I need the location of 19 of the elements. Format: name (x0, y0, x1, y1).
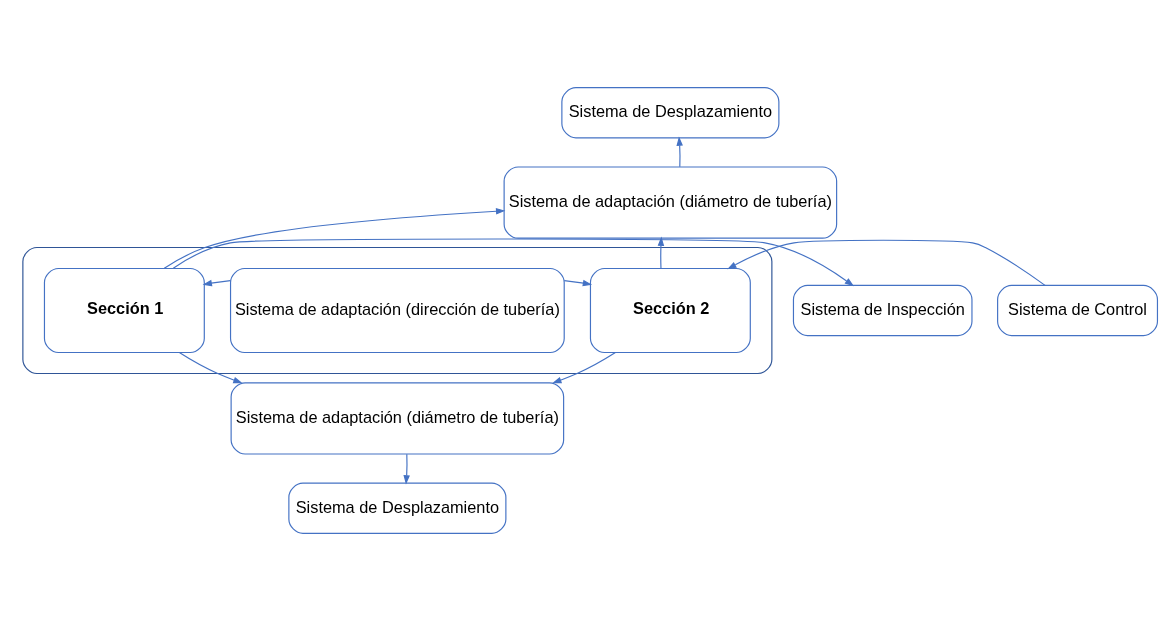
node-box: Sistema de Control (997, 284, 1159, 337)
node-box: Sección 1 (43, 267, 205, 354)
node-box: Sistema de adaptación (dirección de tubería) (229, 267, 565, 354)
arrow (727, 239, 1046, 286)
arrow (563, 279, 593, 287)
node-box: Sistema de adaptación (diámetro de tubería) (503, 166, 838, 239)
arrow (202, 279, 231, 287)
arrow (552, 352, 616, 384)
arrow (163, 208, 506, 269)
arrow (403, 453, 410, 485)
node-box: Sistema de adaptación (diámetro de tubería) (230, 382, 565, 455)
node-box: Sistema de Desplazamiento (561, 87, 780, 139)
arrow (172, 238, 854, 287)
arrow (657, 236, 665, 270)
node-box: Sección 2 (589, 267, 751, 354)
node-box: Sistema de Desplazamiento (288, 482, 507, 534)
arrow (676, 136, 683, 168)
node-box: Sistema de Inspección (792, 284, 973, 337)
arrow (178, 352, 243, 384)
